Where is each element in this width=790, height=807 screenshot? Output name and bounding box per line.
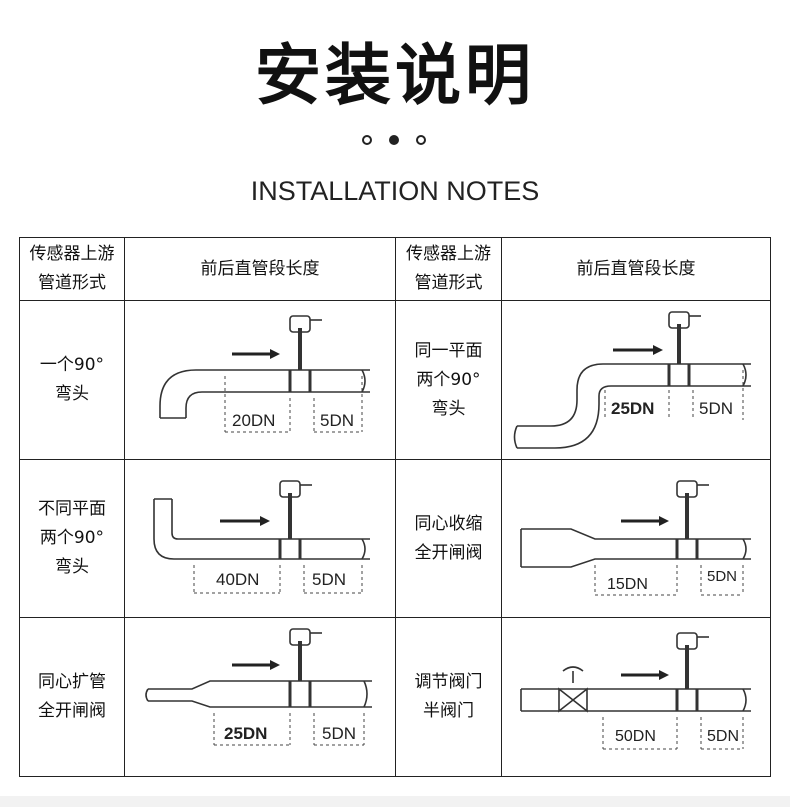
diagram-cell: 50DN 5DN: [501, 617, 771, 777]
single-elbow-diagram: 20DN 5DN: [159, 315, 370, 433]
upstream-length: 25DN: [611, 399, 654, 418]
dot-icon: [416, 135, 426, 145]
diagram-cell: 25DN 5DN: [124, 617, 396, 777]
table-row: 不同平面 两个90° 弯头: [19, 459, 771, 618]
header-pipe-type: 传感器上游 管道形式: [19, 237, 125, 301]
pipe-type-label: 同心收缩 全开闸阀: [395, 459, 502, 618]
diagram-cell: 40DN 5DN: [124, 459, 396, 618]
downstream-length: 5DN: [320, 411, 354, 430]
pipe-type-label: 一个90° 弯头: [19, 300, 125, 460]
pipe-type-label: 同心扩管 全开闸阀: [19, 617, 125, 777]
diagram-cell: 15DN 5DN: [501, 459, 771, 618]
pipe-type-label: 同一平面 两个90° 弯头: [395, 300, 502, 460]
table-header-row: 传感器上游 管道形式 前后直管段长度 传感器上游 管道形式 前后直管段长度: [19, 237, 771, 301]
dot-icon: [389, 135, 399, 145]
downstream-length: 5DN: [699, 399, 733, 418]
downstream-length: 5DN: [312, 570, 346, 589]
page-title: 安装说明: [255, 37, 535, 114]
table-row: 一个90° 弯头: [19, 300, 771, 460]
upstream-length: 25DN: [224, 724, 267, 743]
downstream-length: 5DN: [707, 568, 737, 585]
concentric-expander-diagram: 25DN 5DN: [145, 628, 372, 746]
upstream-length: 15DN: [607, 576, 648, 593]
page-subtitle: INSTALLATION NOTES: [250, 176, 540, 206]
double-elbow-diff-plane-diagram: 40DN 5DN: [153, 479, 370, 593]
installation-table: 传感器上游 管道形式 前后直管段长度 传感器上游 管道形式 前后直管段长度 一个…: [19, 237, 771, 777]
dot-icon: [362, 135, 372, 145]
upstream-length: 20DN: [232, 411, 275, 430]
downstream-length: 5DN: [707, 728, 739, 745]
downstream-length: 5DN: [322, 724, 356, 743]
header-length: 前后直管段长度: [501, 237, 771, 301]
table-row: 同心扩管 全开闸阀: [19, 617, 771, 777]
header-length: 前后直管段长度: [124, 237, 396, 301]
diagram-cell: 25DN 5DN: [501, 300, 771, 460]
header-pipe-type: 传感器上游 管道形式: [395, 237, 502, 301]
upstream-length: 50DN: [615, 728, 656, 745]
valve-icon: [558, 687, 575, 713]
bottom-divider: [0, 796, 790, 807]
pipe-type-label: 调节阀门 半阀门: [395, 617, 502, 777]
decorative-dots: [358, 133, 432, 149]
diagram-cell: 20DN 5DN: [124, 300, 396, 460]
pipe-type-label: 不同平面 两个90° 弯头: [19, 459, 125, 618]
concentric-reducer-diagram: 15DN 5DN: [520, 479, 751, 595]
double-elbow-same-plane-diagram: 25DN 5DN: [513, 310, 751, 449]
control-valve-diagram: 50DN 5DN: [520, 632, 751, 750]
upstream-length: 40DN: [216, 570, 259, 589]
